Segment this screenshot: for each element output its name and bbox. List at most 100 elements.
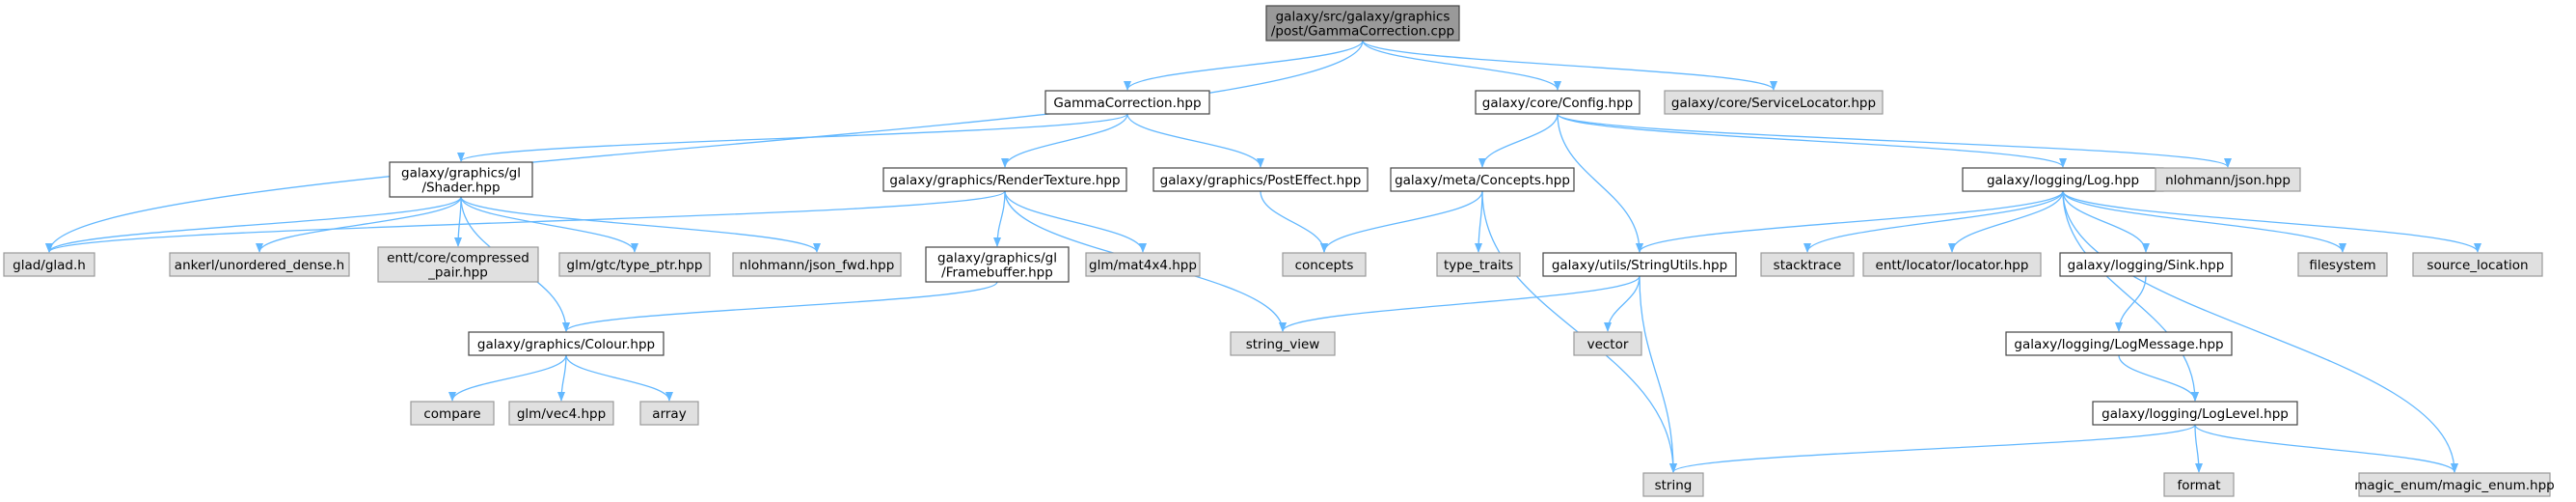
- node-box: [1664, 90, 1884, 115]
- edge-shader-hpp-to-unordered-dense-h: [256, 196, 462, 253]
- node-sink-hpp[interactable]: galaxy/logging/Sink.hpp: [2059, 252, 2233, 277]
- node-label: glad/glad.h: [13, 258, 86, 273]
- edge-stringutils-hpp-to-string: [1639, 275, 1677, 473]
- node-label: galaxy/meta/Concepts.hpp: [1395, 173, 1570, 188]
- node-label: galaxy/core/Config.hpp: [1482, 96, 1633, 111]
- node-concepts-hpp[interactable]: galaxy/meta/Concepts.hpp: [1390, 167, 1575, 192]
- node-box: [2059, 252, 2233, 277]
- node-box: [1436, 252, 1521, 277]
- node-box: [732, 252, 902, 277]
- node-root[interactable]: galaxy/src/galaxy/graphics/post/GammaCor…: [1265, 5, 1460, 42]
- node-label: /post/GammaCorrection.cpp: [1271, 24, 1454, 40]
- node-box: [377, 246, 539, 283]
- node-label: concepts: [1295, 258, 1354, 273]
- edge-logmessage-hpp-to-loglevel-hpp: [2118, 354, 2199, 402]
- node-label: GammaCorrection.hpp: [1053, 96, 1201, 111]
- node-concepts: concepts: [1282, 252, 1367, 277]
- edge-gammacorrection-hpp-to-rendertexture-hpp: [1001, 113, 1128, 168]
- edge-root-to-gammacorrection-hpp: [1124, 40, 1364, 91]
- node-box: [2163, 472, 2235, 497]
- edge-log-hpp-to-locator-hpp: [1948, 190, 2064, 253]
- node-box: [2297, 252, 2388, 277]
- node-label: magic_enum/magic_enum.hpp: [2354, 478, 2555, 493]
- edge-loglevel-hpp-to-magic-enum-hpp: [2194, 424, 2458, 473]
- node-box: [410, 401, 495, 426]
- node-box: [1542, 252, 1737, 277]
- node-box: [1475, 90, 1641, 115]
- node-label: galaxy/logging/LogMessage.hpp: [2014, 337, 2223, 352]
- node-box: [1230, 331, 1336, 356]
- node-box: [1085, 252, 1201, 277]
- node-box: [508, 401, 614, 426]
- edge-config-hpp-to-stringutils-hpp: [1557, 113, 1643, 253]
- node-label: galaxy/utils/StringUtils.hpp: [1552, 258, 1727, 273]
- edge-rendertexture-hpp-to-glad-h: [45, 190, 1006, 253]
- edge-log-hpp-to-loglevel-hpp: [2062, 190, 2199, 402]
- node-box: [468, 331, 664, 356]
- node-label: galaxy/graphics/Colour.hpp: [477, 337, 655, 352]
- edge-loglevel-hpp-to-string: [1669, 424, 2196, 473]
- edge-gammacorrection-hpp-to-shader-hpp: [457, 113, 1128, 162]
- edge-sink-hpp-to-logmessage-hpp: [2115, 275, 2147, 332]
- edge-posteffect-hpp-to-concepts: [1260, 190, 1328, 253]
- edge-concepts-hpp-to-concepts: [1320, 190, 1483, 253]
- edge-shader-hpp-to-compressed-pair-hpp: [454, 196, 463, 247]
- edge-loglevel-hpp-to-format: [2194, 424, 2203, 473]
- node-array: array: [639, 401, 699, 426]
- edge-shader-hpp-to-json-fwd-hpp: [460, 196, 821, 253]
- node-stacktrace: stacktrace: [1760, 252, 1855, 277]
- node-stringutils-hpp[interactable]: galaxy/utils/StringUtils.hpp: [1542, 252, 1737, 277]
- node-box: [1265, 5, 1460, 42]
- node-mat4x4-hpp: glm/mat4x4.hpp: [1085, 252, 1201, 277]
- node-config-hpp[interactable]: galaxy/core/Config.hpp: [1475, 90, 1641, 115]
- node-label: array: [652, 406, 686, 422]
- node-label: galaxy/graphics/gl: [401, 166, 521, 181]
- node-label: galaxy/graphics/gl: [937, 251, 1057, 266]
- edge-log-hpp-to-stringutils-hpp: [1636, 190, 2064, 253]
- edge-rendertexture-hpp-to-mat4x4-hpp: [1004, 190, 1147, 253]
- node-format: format: [2163, 472, 2235, 497]
- node-box: [1390, 167, 1575, 192]
- edge-shader-hpp-to-type-ptr-hpp: [460, 196, 638, 253]
- node-label: galaxy/logging/Sink.hpp: [2068, 258, 2225, 273]
- node-vector: vector: [1573, 331, 1642, 356]
- edge-config-hpp-to-concepts-hpp: [1478, 113, 1559, 168]
- node-vec4-hpp: glm/vec4.hpp: [508, 401, 614, 426]
- node-box: [2412, 252, 2543, 277]
- node-shader-hpp[interactable]: galaxy/graphics/gl/Shader.hpp: [389, 161, 533, 198]
- node-box: [639, 401, 699, 426]
- edge-stringutils-hpp-to-string-view: [1279, 275, 1641, 332]
- node-log-hpp[interactable]: galaxy/logging/Log.hpp: [1962, 167, 2164, 192]
- node-box: [1573, 331, 1642, 356]
- node-label: vector: [1587, 337, 1629, 352]
- node-box: [2092, 401, 2298, 426]
- node-label: glm/vec4.hpp: [517, 406, 606, 422]
- edge-colour-hpp-to-compare: [448, 354, 567, 402]
- edge-shader-hpp-to-glad-h: [45, 196, 462, 253]
- node-box: [2005, 331, 2233, 356]
- node-colour-hpp[interactable]: galaxy/graphics/Colour.hpp: [468, 331, 664, 356]
- node-box: [389, 161, 533, 198]
- node-magic-enum-hpp: magic_enum/magic_enum.hpp: [2354, 472, 2555, 497]
- edge-config-hpp-to-log-hpp: [1557, 113, 2067, 168]
- node-gammacorrection-hpp[interactable]: GammaCorrection.hpp: [1044, 90, 1210, 115]
- node-label: filesystem: [2309, 258, 2375, 273]
- node-label: /Shader.hpp: [421, 181, 500, 196]
- node-label: galaxy/logging/Log.hpp: [1987, 173, 2139, 188]
- node-logmessage-hpp[interactable]: galaxy/logging/LogMessage.hpp: [2005, 331, 2233, 356]
- node-label: /Framebuffer.hpp: [941, 265, 1053, 281]
- node-label: galaxy/logging/LogLevel.hpp: [2101, 406, 2289, 422]
- node-loglevel-hpp[interactable]: galaxy/logging/LogLevel.hpp: [2092, 401, 2298, 426]
- node-framebuffer-hpp[interactable]: galaxy/graphics/gl/Framebuffer.hpp: [925, 246, 1070, 283]
- node-posteffect-hpp[interactable]: galaxy/graphics/PostEffect.hpp: [1152, 167, 1369, 192]
- node-label: stacktrace: [1774, 258, 1842, 273]
- node-box: [882, 167, 1127, 192]
- node-label: glm/mat4x4.hpp: [1089, 258, 1197, 273]
- node-label: type_traits: [1444, 258, 1513, 273]
- node-rendertexture-hpp[interactable]: galaxy/graphics/RenderTexture.hpp: [882, 167, 1127, 192]
- node-box: [925, 246, 1070, 283]
- node-box: [1282, 252, 1367, 277]
- node-label: string_view: [1246, 337, 1320, 352]
- node-string: string: [1642, 472, 1704, 497]
